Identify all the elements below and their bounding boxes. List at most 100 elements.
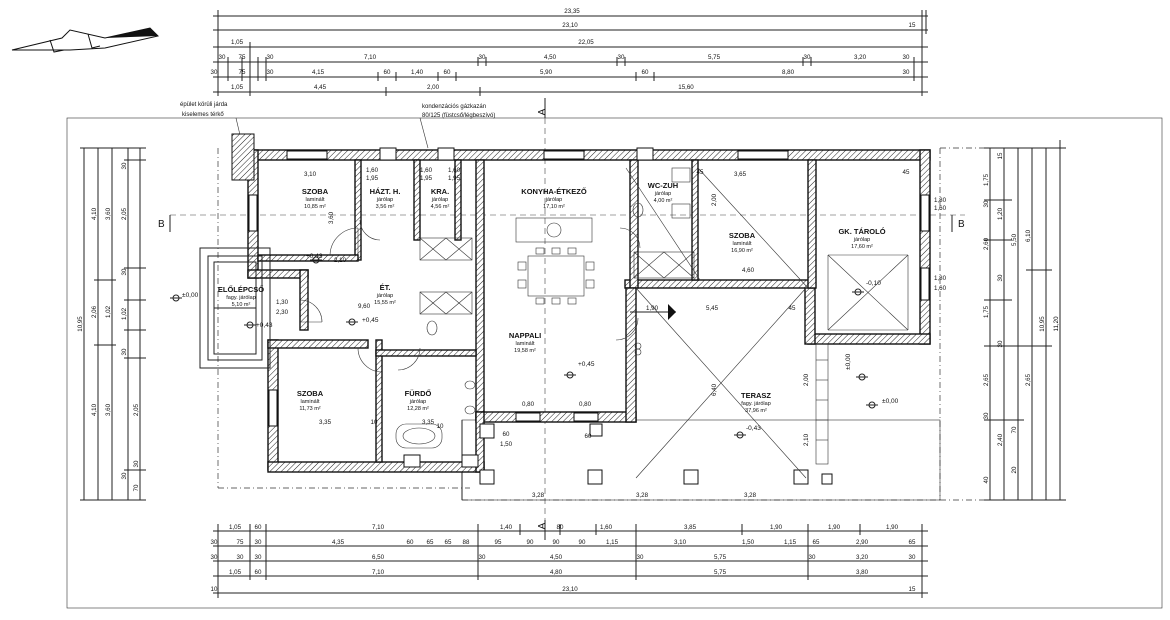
svg-text:1,05: 1,05 xyxy=(229,569,242,576)
svg-text:30: 30 xyxy=(983,200,990,207)
site-notes: épület körüli járda kiselemes térkő kond… xyxy=(180,102,495,149)
svg-text:1,90: 1,90 xyxy=(828,524,841,531)
svg-text:4,15: 4,15 xyxy=(312,69,325,76)
svg-text:4,50: 4,50 xyxy=(544,54,557,61)
svg-text:járólap: járólap xyxy=(376,293,394,299)
svg-text:20: 20 xyxy=(1011,466,1018,473)
svg-text:TERASZ: TERASZ xyxy=(741,391,771,400)
svg-text:1,30: 1,30 xyxy=(276,299,289,306)
svg-text:2,10: 2,10 xyxy=(803,433,810,446)
svg-text:30: 30 xyxy=(255,554,262,561)
svg-text:30: 30 xyxy=(479,54,486,61)
left-dimension-labels: 10,95 4,10 2,06 4,10 3,60 1,02 3,60 30 2… xyxy=(77,162,140,491)
svg-text:laminált: laminált xyxy=(306,197,325,203)
svg-text:B: B xyxy=(958,219,965,230)
room-gk-tarolo: GK. TÁROLÓ járólap 17,60 m² xyxy=(838,227,885,250)
svg-text:60: 60 xyxy=(255,524,262,531)
svg-text:30: 30 xyxy=(121,268,128,275)
svg-text:17,60 m²: 17,60 m² xyxy=(851,244,873,250)
doors xyxy=(299,219,641,373)
svg-text:30: 30 xyxy=(903,54,910,61)
svg-text:30: 30 xyxy=(909,554,916,561)
svg-text:járólap: járólap xyxy=(409,399,427,405)
level-marker-icon: +0,45 xyxy=(564,361,595,379)
svg-text:járólap: járólap xyxy=(545,197,563,203)
svg-text:épület körüli járda: épület körüli járda xyxy=(180,102,228,108)
section-axis-a: A A xyxy=(537,98,548,540)
svg-text:70: 70 xyxy=(1011,426,1018,433)
room-nappali: NAPPALI laminált 19,58 m² xyxy=(509,331,541,354)
svg-text:90: 90 xyxy=(553,539,560,546)
svg-text:16,90 m²: 16,90 m² xyxy=(731,248,753,254)
entry-steps xyxy=(199,247,271,369)
room-kra: KRA. járólap 4,56 m² xyxy=(431,187,450,210)
svg-text:1,60: 1,60 xyxy=(934,205,947,212)
svg-text:4,00 m²: 4,00 m² xyxy=(654,198,673,204)
svg-text:60: 60 xyxy=(255,569,262,576)
svg-text:SZOBA: SZOBA xyxy=(302,187,329,196)
svg-text:7,10: 7,10 xyxy=(372,569,385,576)
svg-text:2,05: 2,05 xyxy=(121,207,128,220)
svg-text:10,95: 10,95 xyxy=(1039,316,1046,332)
svg-text:30: 30 xyxy=(618,54,625,61)
svg-text:1,15: 1,15 xyxy=(606,539,619,546)
svg-text:1,40: 1,40 xyxy=(500,524,513,531)
svg-text:65: 65 xyxy=(427,539,434,546)
svg-text:60: 60 xyxy=(503,431,510,438)
svg-text:laminált: laminált xyxy=(301,399,320,405)
svg-text:0,80: 0,80 xyxy=(522,401,535,408)
svg-text:+0,43: +0,43 xyxy=(306,253,323,260)
svg-text:4,80: 4,80 xyxy=(550,569,563,576)
svg-text:2,65: 2,65 xyxy=(983,373,990,386)
svg-text:B: B xyxy=(158,219,165,230)
svg-text:2,60: 2,60 xyxy=(983,237,990,250)
room-hazt-h: HÁZT. H. járólap 3,56 m² xyxy=(370,187,401,210)
svg-text:1,90: 1,90 xyxy=(646,305,659,312)
svg-text:30: 30 xyxy=(983,412,990,419)
svg-text:60: 60 xyxy=(642,69,649,76)
svg-text:30: 30 xyxy=(267,54,274,61)
room-konyha-etkezo: KONYHA-ÉTKEZŐ járólap 17,10 m² xyxy=(521,187,587,210)
svg-text:2,05: 2,05 xyxy=(133,403,140,416)
svg-text:30: 30 xyxy=(804,54,811,61)
svg-text:45: 45 xyxy=(903,169,910,176)
svg-text:3,10: 3,10 xyxy=(674,539,687,546)
right-dimension-labels: 11,20 10,95 6,10 5,50 1,75 1,20 2,60 1,7… xyxy=(983,152,1060,483)
room-szoba-ne: SZOBA laminált 16,90 m² xyxy=(729,231,756,254)
svg-text:±0,00: ±0,00 xyxy=(882,398,899,405)
svg-text:KRA.: KRA. xyxy=(431,187,449,196)
svg-text:4,50: 4,50 xyxy=(550,554,563,561)
svg-text:60: 60 xyxy=(384,69,391,76)
svg-text:80/125 (füstcső/légbeszívó): 80/125 (füstcső/légbeszívó) xyxy=(422,113,495,119)
svg-text:3,28: 3,28 xyxy=(744,492,757,499)
svg-text:2,00: 2,00 xyxy=(711,193,718,206)
svg-text:30: 30 xyxy=(997,274,1004,281)
svg-text:30: 30 xyxy=(479,554,486,561)
svg-text:30: 30 xyxy=(121,472,128,479)
svg-text:WC-ZUH: WC-ZUH xyxy=(648,181,678,190)
svg-text:1,90: 1,90 xyxy=(886,524,899,531)
svg-text:10: 10 xyxy=(371,419,378,426)
svg-text:45: 45 xyxy=(789,305,796,312)
svg-text:1,80: 1,80 xyxy=(934,197,947,204)
svg-text:30: 30 xyxy=(237,554,244,561)
svg-text:5,75: 5,75 xyxy=(708,54,721,61)
svg-text:65: 65 xyxy=(813,539,820,546)
svg-text:-0,10: -0,10 xyxy=(866,280,881,287)
svg-text:2,00: 2,00 xyxy=(427,84,440,91)
svg-text:4,35: 4,35 xyxy=(332,539,345,546)
top-dimension-labels: 23,35 23,10 15 1,05 22,05 30 75 30 7,10 … xyxy=(211,8,916,91)
svg-text:4,45: 4,45 xyxy=(314,84,327,91)
svg-text:járólap: járólap xyxy=(376,197,394,203)
svg-text:HÁZT. H.: HÁZT. H. xyxy=(370,187,401,196)
svg-text:30: 30 xyxy=(211,539,218,546)
svg-text:30: 30 xyxy=(133,460,140,467)
svg-text:+0,45: +0,45 xyxy=(578,361,595,368)
svg-text:1,20: 1,20 xyxy=(997,207,1004,220)
svg-text:4,10: 4,10 xyxy=(91,403,98,416)
svg-text:65: 65 xyxy=(445,539,452,546)
svg-text:1,15: 1,15 xyxy=(784,539,797,546)
svg-text:1,60: 1,60 xyxy=(366,167,379,174)
svg-text:1,90: 1,90 xyxy=(770,524,783,531)
